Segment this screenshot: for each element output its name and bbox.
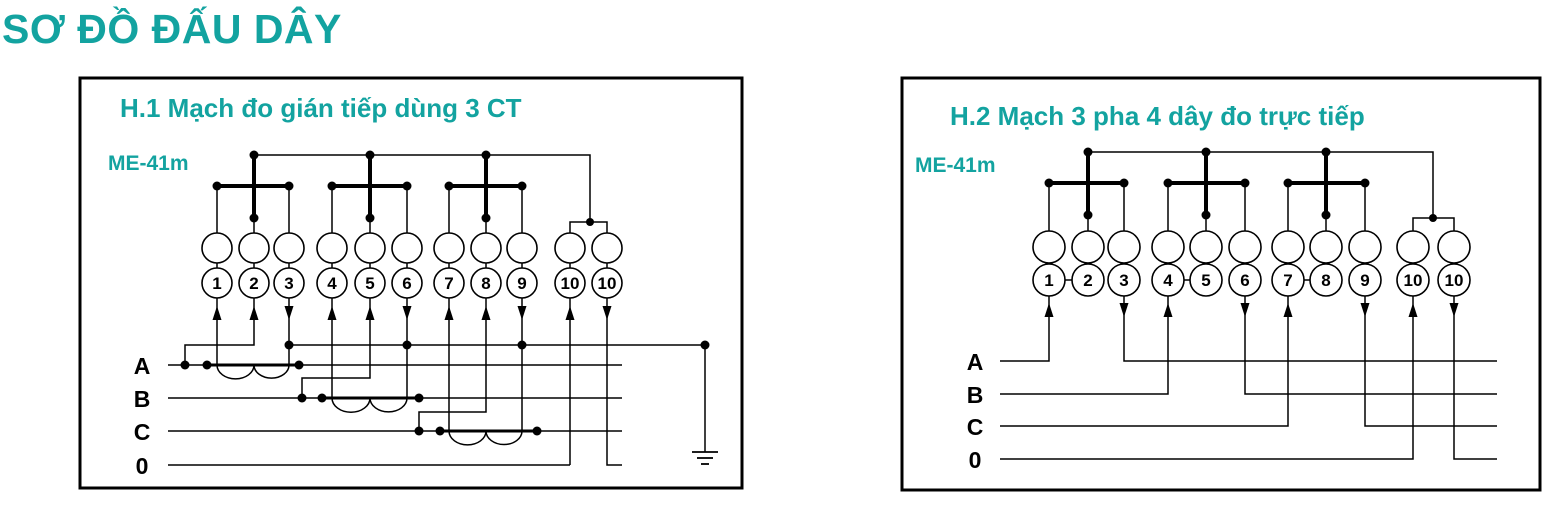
terminal-number: 1 xyxy=(212,274,221,293)
terminal-number: 10 xyxy=(561,274,580,293)
junction-dot xyxy=(180,360,190,370)
neutral-in-wire xyxy=(1000,296,1414,460)
phase-label-a: A xyxy=(967,349,984,375)
terminal-number: 3 xyxy=(1119,271,1128,290)
terminal-number: 3 xyxy=(284,274,293,293)
voltage-tap-wire xyxy=(184,298,255,365)
junction-dot xyxy=(435,426,445,436)
terminal-screw xyxy=(391,232,423,264)
terminal-screw xyxy=(316,232,348,264)
terminal-screw xyxy=(470,232,502,264)
wire xyxy=(569,221,608,233)
phase-b-in-wire xyxy=(1000,296,1169,395)
terminal-screw xyxy=(506,232,538,264)
neutral-out-wire xyxy=(606,298,622,466)
terminal-screw xyxy=(273,232,305,264)
junction-dot xyxy=(414,393,424,403)
terminal-screw xyxy=(1107,230,1141,264)
terminal-number: 6 xyxy=(402,274,411,293)
terminal-screw xyxy=(1309,230,1343,264)
terminal-number: 1 xyxy=(1044,271,1053,290)
terminal-screw xyxy=(238,232,270,264)
meter-model-label: ME-41m xyxy=(108,152,189,175)
phase-label-n: 0 xyxy=(136,453,149,479)
phase-c-in-wire xyxy=(1000,296,1289,427)
terminal-screw xyxy=(1071,230,1105,264)
terminal-screw xyxy=(1396,230,1430,264)
terminal-number: 5 xyxy=(365,274,374,293)
terminal-screw xyxy=(1151,230,1185,264)
terminal-screw xyxy=(591,232,623,264)
terminal-number: 8 xyxy=(481,274,490,293)
ct-coil xyxy=(253,364,290,379)
ct-coil xyxy=(448,430,487,446)
terminal-screw xyxy=(1348,230,1382,264)
neutral-voltage-bus xyxy=(254,154,591,222)
junction-dot xyxy=(297,393,307,403)
ct-coil xyxy=(331,397,371,413)
terminal-number: 7 xyxy=(1283,271,1292,290)
diagram-title: H.2 Mạch 3 pha 4 dây đo trực tiếp xyxy=(950,101,1365,131)
meter-model-label: ME-41m xyxy=(915,154,996,177)
page-title: SƠ ĐỒ ĐẤU DÂY xyxy=(2,6,342,52)
phase-b-out-wire xyxy=(1244,296,1497,395)
wire xyxy=(1412,217,1455,231)
terminal-number: 7 xyxy=(444,274,453,293)
terminal-number: 4 xyxy=(327,274,337,293)
terminal-screw xyxy=(1271,230,1305,264)
diagram-title: H.1 Mạch đo gián tiếp dùng 3 CT xyxy=(120,93,522,123)
neutral-voltage-bus xyxy=(1088,151,1434,218)
terminal-number: 10 xyxy=(598,274,617,293)
junction-dot xyxy=(532,426,542,436)
phase-a-out-wire xyxy=(1123,296,1497,362)
neutral-out-wire xyxy=(1453,296,1497,460)
terminal-number: 10 xyxy=(1445,271,1464,290)
diagram-frame xyxy=(900,76,1542,492)
phase-label-b: B xyxy=(967,382,984,408)
junction-dot xyxy=(414,426,424,436)
terminal-number: 5 xyxy=(1201,271,1210,290)
diagram-frame xyxy=(78,76,744,490)
terminal-number: 10 xyxy=(1404,271,1423,290)
terminal-screw xyxy=(354,232,386,264)
phase-label-b: B xyxy=(134,386,151,412)
terminal-screw xyxy=(1437,230,1471,264)
terminal-number: 8 xyxy=(1321,271,1330,290)
ct-coil xyxy=(369,397,408,413)
ct-coil xyxy=(216,364,255,380)
junction-dot xyxy=(294,360,304,370)
terminal-number: 6 xyxy=(1240,271,1249,290)
terminal-screw xyxy=(1189,230,1223,264)
junction-dot xyxy=(202,360,212,370)
terminal-number: 9 xyxy=(517,274,526,293)
diagram-h1: H.1 Mạch đo gián tiếp dùng 3 CT ME-41m 1 2 3… xyxy=(78,76,744,490)
terminal-screw xyxy=(201,232,233,264)
terminal-number: 9 xyxy=(1360,271,1369,290)
phase-label-c: C xyxy=(134,419,151,445)
phase-label-n: 0 xyxy=(969,447,982,473)
voltage-tap-wire xyxy=(301,298,371,398)
phase-a-in-wire xyxy=(1000,296,1050,362)
voltage-tap-wire xyxy=(418,298,487,431)
terminal-number: 2 xyxy=(1083,271,1092,290)
phase-label-c: C xyxy=(967,414,984,440)
terminal-screw xyxy=(1228,230,1262,264)
terminal-screw xyxy=(433,232,465,264)
ct-coil xyxy=(485,430,523,446)
junction-dot xyxy=(317,393,327,403)
terminal-screw xyxy=(554,232,586,264)
terminal-number: 2 xyxy=(249,274,258,293)
phase-label-a: A xyxy=(134,353,151,379)
terminal-screw xyxy=(1032,230,1066,264)
phase-c-out-wire xyxy=(1364,296,1497,427)
terminal-number: 4 xyxy=(1163,271,1173,290)
